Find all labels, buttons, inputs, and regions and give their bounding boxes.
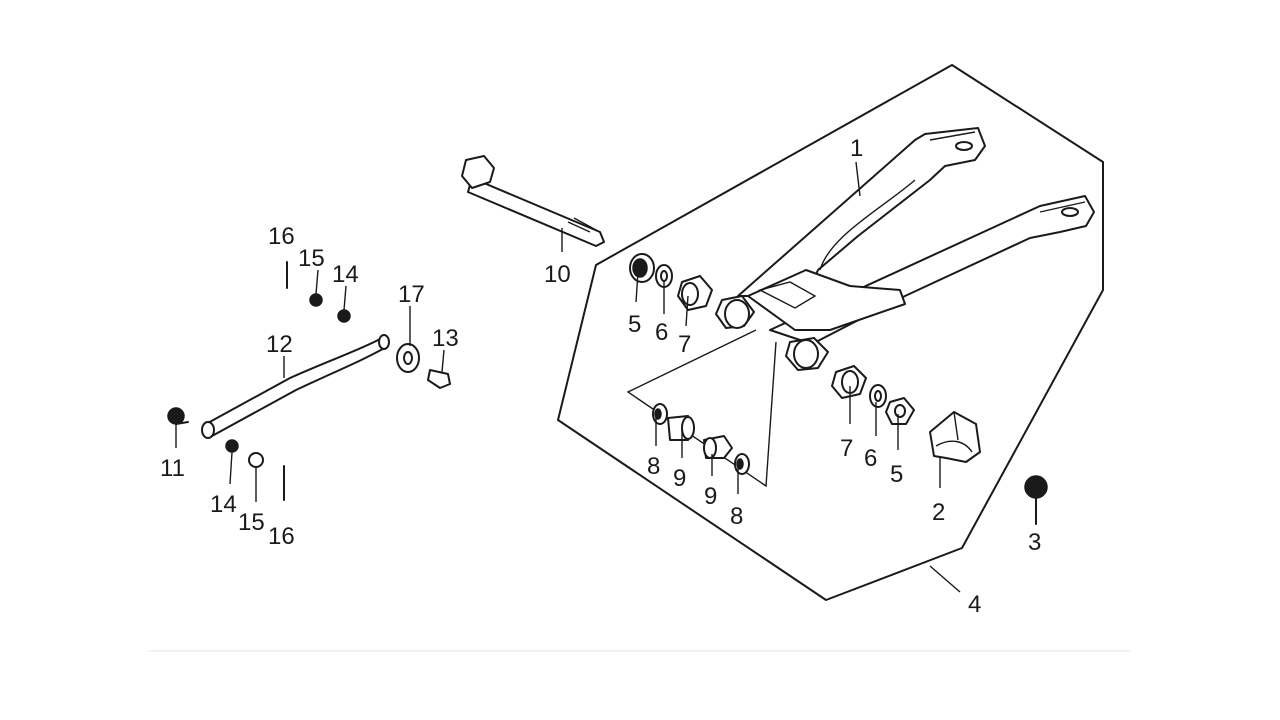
callout-4: 4 [968, 591, 981, 618]
callout-10: 10 [544, 261, 571, 288]
washer-6-upper [655, 264, 673, 288]
callout-3: 3 [1028, 529, 1041, 556]
nut-5-upper [629, 253, 655, 283]
washer-14-upper [337, 309, 351, 323]
seal-8-left [652, 403, 668, 425]
callout-2: 2 [932, 499, 945, 526]
callout-12: 12 [266, 331, 293, 358]
callout-16-upper: 16 [268, 223, 295, 250]
bolt-11 [167, 407, 189, 425]
seal-8-right [734, 453, 750, 475]
callout-labels: 1 2 3 4 5 6 7 5 6 7 8 9 9 8 10 11 12 13 … [160, 135, 1041, 618]
callout-9-right: 9 [704, 483, 717, 510]
bushing-7-upper [677, 275, 713, 311]
callout-7-upper: 7 [678, 331, 691, 358]
torque-rod [201, 334, 390, 439]
washer-17 [396, 343, 420, 373]
collar-9-right [703, 435, 733, 459]
callout-14-upper: 14 [332, 261, 359, 288]
callout-17: 17 [398, 281, 425, 308]
callout-14-lower: 14 [210, 491, 237, 518]
washer-14-lower [225, 439, 239, 453]
callout-11: 11 [160, 455, 185, 482]
callout-15-upper: 15 [298, 245, 325, 272]
callout-8-right: 8 [730, 503, 743, 530]
bolt-13 [427, 369, 451, 389]
castle-nut-15-lower [248, 452, 264, 468]
callout-5-lower: 5 [890, 461, 903, 488]
callout-5-upper: 5 [628, 311, 641, 338]
callout-7-lower: 7 [840, 435, 853, 462]
callout-1: 1 [850, 135, 863, 162]
washer-6-lower [869, 384, 887, 408]
chain-slider [929, 411, 981, 463]
nut-3 [1024, 475, 1048, 525]
bushing-7-lower [831, 365, 867, 399]
callout-9-left: 9 [673, 465, 686, 492]
callout-6-lower: 6 [864, 445, 877, 472]
nut-5-lower [885, 397, 915, 425]
callout-8-left: 8 [647, 453, 660, 480]
swingarm [715, 127, 1095, 371]
leader-lines [175, 161, 961, 593]
castle-nut-15-upper [309, 293, 323, 307]
bushing-bracket [626, 329, 777, 488]
callout-13: 13 [432, 325, 459, 352]
collar-9-left [667, 415, 695, 441]
assembly-outline [557, 64, 1104, 601]
callout-15-lower: 15 [238, 509, 265, 536]
callout-6-upper: 6 [655, 319, 668, 346]
callout-16-lower: 16 [268, 523, 295, 550]
pivot-bolt [461, 155, 605, 247]
